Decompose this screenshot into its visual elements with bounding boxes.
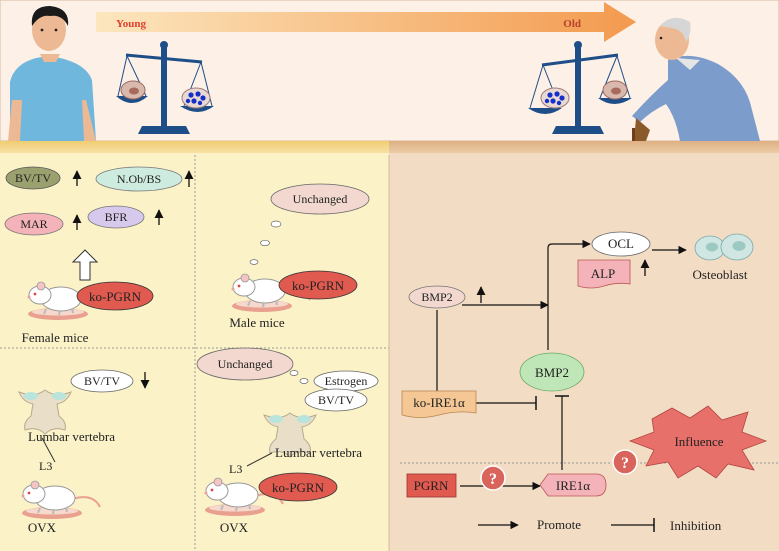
question-left-label: ? — [489, 471, 497, 488]
left-divider-strip — [0, 141, 389, 153]
osteoblast-cells — [694, 233, 754, 261]
ovx-bvtv-oval — [70, 369, 134, 393]
nob-oval — [95, 166, 183, 192]
bmp2mid-to-ocl-line — [547, 239, 591, 350]
influence-label: Influence — [674, 434, 723, 449]
male-ko-label: ko-PGRN — [292, 278, 345, 293]
bmp2-mid-label: BMP2 — [535, 365, 569, 380]
ovxko-ko-label: ko-PGRN — [272, 480, 325, 495]
bmp2-top-label: BMP2 — [421, 290, 452, 304]
legend-promote-label: Promote — [537, 517, 581, 532]
age-arrow — [96, 2, 636, 42]
ovxko-bvtv-oval — [304, 388, 368, 412]
ovxko-vertebra-label: Lumbar vertebra — [275, 445, 362, 460]
ovxko-level-label: L3 — [229, 462, 242, 476]
bvtv-label: BV/TV — [15, 171, 51, 185]
bfr-label: BFR — [105, 210, 128, 224]
ocl-node — [591, 231, 651, 257]
ovx-level-label: L3 — [39, 459, 52, 473]
ire-node — [539, 473, 607, 497]
ovxko-bubble-label: Unchanged — [218, 357, 273, 371]
panel-ovx-ko: Unchanged Estrogen BV/TV Lumbar vertebra… — [196, 347, 379, 535]
pathway: OCL ALP Osteoblast BMP2 BMP2 ko-IRE1α In… — [401, 231, 768, 533]
panel-male: Unchanged ko-PGRN Male mice — [229, 183, 370, 330]
male-thought-bubble — [270, 183, 370, 215]
ko-ire-label: ko-IRE1α — [413, 395, 465, 410]
panel-ovx: BV/TV Lumbar vertebra L3 OVX — [18, 369, 150, 535]
male-ko-badge — [278, 270, 358, 300]
question-badge-right — [612, 449, 638, 475]
bmp2-mid-node — [519, 352, 585, 392]
ko-ire-node — [401, 390, 477, 418]
alp-node — [577, 259, 631, 289]
question-badge-left — [480, 465, 506, 491]
influence-burst — [628, 405, 768, 479]
ovxko-ko-badge — [258, 472, 338, 502]
old-man-illustration — [632, 17, 760, 142]
pgrn-label: PGRN — [414, 478, 449, 493]
ire-label: IRE1α — [556, 478, 590, 493]
increase-hollow-arrow — [71, 249, 99, 281]
nob-label: N.Ob/BS — [117, 172, 161, 186]
ovx-caption: OVX — [28, 520, 57, 535]
estrogen-label: Estrogen — [325, 374, 368, 388]
young-man-illustration — [8, 6, 96, 141]
ovx-pointer-line — [41, 437, 56, 463]
osteoblast-label: Osteoblast — [693, 267, 748, 282]
age-arrow-start-label: Young — [116, 18, 146, 30]
pgrn-node — [406, 473, 457, 498]
ovxko-thought-bubble — [196, 347, 294, 381]
age-arrow-end-label: Old — [563, 18, 581, 30]
bvtv-oval — [5, 166, 61, 190]
mar-label: MAR — [20, 217, 47, 231]
female-ko-label: ko-PGRN — [89, 289, 142, 304]
question-right-label: ? — [621, 455, 629, 472]
ovxko-pointer-line — [246, 452, 273, 467]
alp-label: ALP — [591, 266, 616, 281]
ovxko-bvtv-label: BV/TV — [318, 393, 354, 407]
ovx-vertebra-label: Lumbar vertebra — [28, 429, 115, 444]
right-divider-strip — [389, 141, 779, 153]
ovx-bvtv-label: BV/TV — [84, 374, 120, 388]
male-bubble-label: Unchanged — [293, 192, 348, 206]
bmp2-top-node — [408, 285, 466, 309]
female-ko-badge — [76, 281, 154, 311]
panel-female: BV/TV N.Ob/BS MAR BFR ko-PGRN Female mic… — [4, 166, 194, 345]
legend-inhibit-label: Inhibition — [670, 518, 722, 533]
mar-oval — [4, 212, 64, 236]
bfr-oval — [87, 205, 145, 229]
balance-scale-young — [116, 41, 214, 134]
male-caption: Male mice — [229, 315, 284, 330]
ovxko-caption: OVX — [220, 520, 249, 535]
female-caption: Female mice — [22, 330, 89, 345]
ocl-label: OCL — [608, 236, 634, 251]
balance-scale-old — [528, 41, 632, 134]
